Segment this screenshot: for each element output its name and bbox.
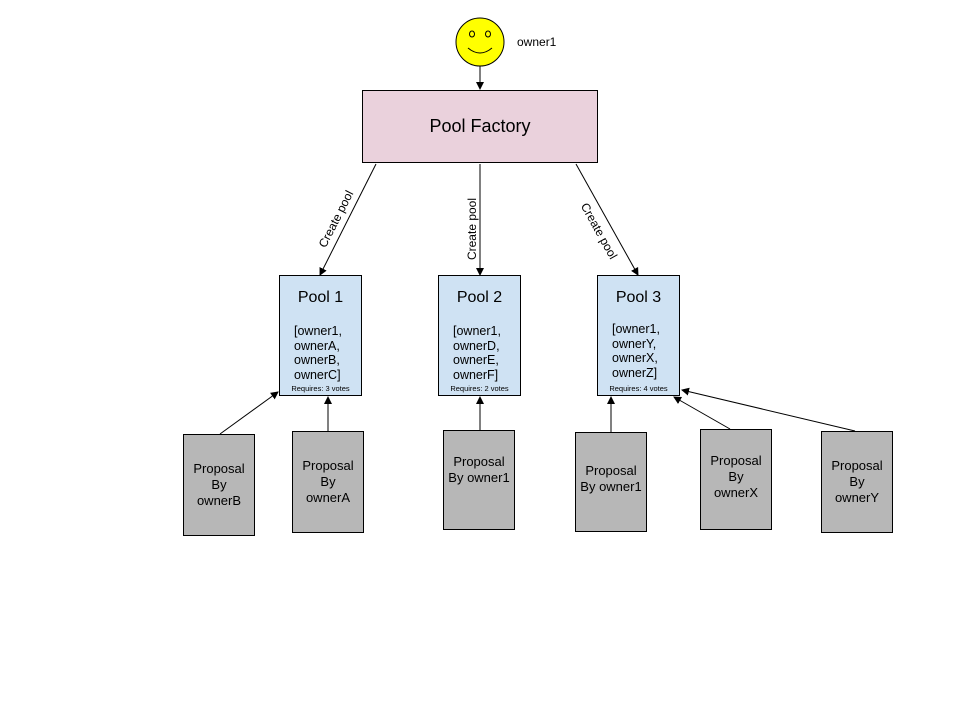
- pool-box-2: Pool 2 [owner1, ownerD, ownerE, ownerF] …: [438, 275, 521, 396]
- pool-members: [owner1, ownerY, ownerX, ownerZ]: [612, 322, 660, 380]
- pool-members: [owner1, ownerD, ownerE, ownerF]: [453, 324, 501, 382]
- pool-box-1: Pool 1 [owner1, ownerA, ownerB, ownerC] …: [279, 275, 362, 396]
- proposal-line: Proposal: [710, 452, 762, 468]
- proposal-line: ownerA: [305, 490, 351, 505]
- proposal-text: Proposal By owner1: [580, 463, 641, 495]
- pool-requires: Requires: 4 votes: [609, 384, 668, 393]
- pool-member: ownerY,: [612, 336, 657, 351]
- proposal1-to-pool1-arrow: [219, 391, 279, 435]
- pool-member: ownerE,: [453, 353, 499, 368]
- pool-member: [owner1,: [612, 322, 660, 336]
- proposal-text: Proposal By ownerY: [831, 458, 882, 506]
- proposal-box-2: Proposal By ownerA: [292, 431, 364, 533]
- proposal-line: Proposal: [302, 458, 354, 473]
- pool-factory-box: Pool Factory: [362, 90, 598, 163]
- pool-box-3: Pool 3 [owner1, ownerY, ownerX, ownerZ] …: [597, 275, 680, 396]
- proposal-line: By: [320, 474, 336, 489]
- factory-to-pool1-arrow: [319, 163, 377, 276]
- proposal-text: Proposal By ownerX: [710, 453, 761, 501]
- pool-members: [owner1, ownerA, ownerB, ownerC]: [294, 324, 342, 382]
- proposal6-to-pool3-arrow: [681, 387, 856, 432]
- pool-requires: Requires: 2 votes: [450, 384, 509, 393]
- proposal-line: ownerB: [196, 493, 242, 508]
- proposal-line: By: [211, 477, 227, 492]
- pool-member: ownerA,: [294, 338, 340, 353]
- pool-member: [owner1,: [294, 324, 342, 338]
- pool-title: Pool 3: [615, 289, 662, 306]
- proposal-box-6: Proposal By ownerY: [821, 431, 893, 533]
- proposal-line: By: [728, 468, 744, 484]
- proposal-line: Proposal: [831, 458, 883, 473]
- proposal-line: By owner1: [448, 470, 510, 485]
- pool-title: Pool 2: [456, 289, 503, 306]
- proposal-line: Proposal: [453, 454, 505, 469]
- pool-member: ownerD,: [453, 338, 500, 353]
- pool-title: Pool 1: [297, 289, 344, 306]
- pool-member: ownerC]: [294, 367, 341, 382]
- pool-member: ownerB,: [294, 353, 340, 368]
- proposal-box-3: Proposal By owner1: [443, 430, 515, 530]
- proposal-line: By owner1: [580, 479, 642, 494]
- pool-requires: Requires: 3 votes: [291, 384, 350, 393]
- proposal-box-5: Proposal By ownerX: [700, 429, 772, 530]
- proposal-box-4: Proposal By owner1: [575, 432, 647, 532]
- create-pool-label-2: Create pool: [465, 197, 480, 261]
- pool-member: [owner1,: [453, 324, 501, 338]
- proposal-text: Proposal By ownerA: [302, 458, 353, 506]
- proposal-text: Proposal By owner1: [448, 454, 509, 486]
- factory-to-pool3-arrow: [575, 163, 639, 276]
- proposal-line: ownerY: [834, 490, 880, 505]
- pool-member: ownerZ]: [612, 365, 658, 380]
- proposal-line: Proposal: [193, 461, 245, 476]
- smiley-face-icon: [455, 17, 505, 67]
- proposal-line: Proposal: [585, 463, 637, 478]
- pool-member: ownerX,: [612, 351, 658, 366]
- proposal-line: By: [849, 474, 865, 489]
- owner-label: owner1: [517, 35, 557, 49]
- pool-member: ownerF]: [453, 367, 499, 382]
- proposal-text: Proposal By ownerB: [193, 461, 244, 509]
- proposal-line: ownerX: [713, 484, 759, 500]
- pool-factory-label: Pool Factory: [429, 116, 531, 136]
- proposal-box-1: Proposal By ownerB: [183, 434, 255, 536]
- proposal5-to-pool3-arrow: [673, 396, 731, 430]
